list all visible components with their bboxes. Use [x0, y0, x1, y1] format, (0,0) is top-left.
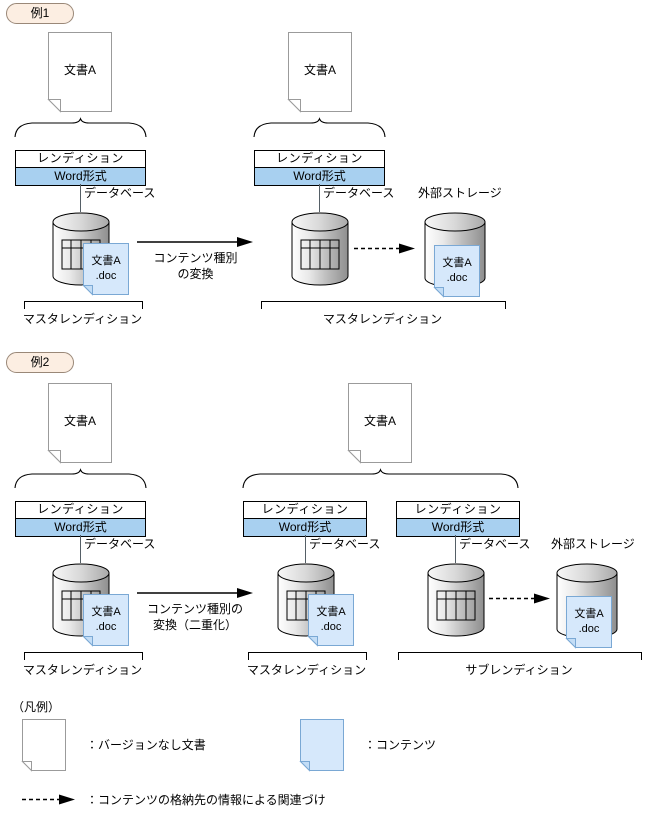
document-blue-icon: [307, 594, 354, 647]
legend-separator: ：: [86, 738, 99, 752]
legend-document-white: [21, 719, 66, 772]
example-2-stem-3: [455, 535, 456, 563]
rendition-format: Word形式: [255, 168, 384, 185]
document-white-icon: [21, 719, 66, 772]
example-2-bracket-label-2: マスタレンディション: [246, 663, 367, 677]
example-1-conversion-arrow: [137, 237, 253, 247]
example-1-dashed-link-arrow: [354, 243, 415, 254]
example-2-group-23-brace: [242, 468, 519, 489]
document-white-icon: [47, 383, 112, 464]
legend-label: コンテンツ: [376, 738, 437, 752]
example-2-bracket-3: [398, 652, 642, 660]
example-2-rendition-3: レンディション Word形式: [396, 501, 520, 537]
rendition-header: レンディション: [244, 502, 366, 519]
example-1-document-right: 文書A: [287, 32, 352, 113]
legend-separator: ：: [86, 793, 99, 807]
legend-document-blue: [299, 719, 344, 772]
example-2-rendition-1: レンディション Word形式: [15, 501, 146, 537]
document-white-icon: [47, 32, 112, 113]
example-2-document-right: 文書A: [347, 383, 412, 464]
rendition-format: Word形式: [244, 519, 366, 536]
example-1-database-label-2: データベース: [323, 186, 395, 200]
example-1-document: 文書A: [47, 32, 112, 113]
rendition-format: Word形式: [16, 519, 145, 536]
example-1-bracket-label-2: マスタレンディション: [322, 312, 443, 326]
example-1-stem-2: [319, 184, 320, 212]
example-2-content-2: 文書A .doc: [307, 594, 354, 647]
example-2-bracket-label-3: サブレンディション: [465, 663, 573, 677]
legend-dashed-arrow-icon: [22, 794, 75, 805]
document-blue-icon: [299, 719, 344, 772]
example-2-badge: 例2: [6, 352, 74, 373]
example-2-bracket-2: [248, 652, 367, 660]
legend-title: （凡例）: [12, 700, 61, 714]
example-2-arrow-label-line-1: コンテンツ種別の: [146, 602, 243, 616]
example-2-group-1-brace: [14, 468, 147, 489]
example-1-group-1-brace: [14, 117, 147, 138]
legend-separator: ：: [364, 738, 377, 752]
rendition-format: Word形式: [397, 519, 519, 536]
document-white-icon: [347, 383, 412, 464]
example-1-rendition-2: レンディション Word形式: [254, 150, 385, 186]
example-2-bracket-1: [24, 652, 143, 660]
rendition-format: Word形式: [16, 168, 145, 185]
example-1-bracket-1: [24, 301, 143, 309]
example-1-database-cylinder-2: [291, 212, 349, 286]
document-blue-icon: [565, 596, 612, 649]
rendition-header: レンディション: [397, 502, 519, 519]
rendition-header: レンディション: [16, 151, 145, 168]
example-1-stem-1: [80, 184, 81, 212]
example-1-group-2-brace: [253, 117, 386, 138]
example-2-rendition-2: レンディション Word形式: [243, 501, 367, 537]
example-1-bracket-2: [261, 301, 506, 309]
example-2-storage-label: 外部ストレージ: [551, 537, 635, 551]
example-2-stem-2: [305, 535, 306, 563]
example-1-bracket-label-1: マスタレンディション: [22, 312, 143, 326]
example-2-dashed-link-arrow: [489, 593, 550, 604]
example-1-arrow-label-line-1: コンテンツ種別: [153, 251, 238, 265]
legend-label: バージョンなし文書: [98, 738, 206, 752]
example-2-database-label-2: データベース: [309, 537, 381, 551]
example-1-database-label-1: データベース: [84, 186, 156, 200]
example-1-storage-label: 外部ストレージ: [418, 186, 502, 200]
example-2-document-left: 文書A: [47, 383, 112, 464]
example-1-rendition-1: レンディション Word形式: [15, 150, 146, 186]
legend-label: コンテンツの格納先の情報による関連づけ: [98, 793, 326, 807]
rendition-header: レンディション: [16, 502, 145, 519]
example-2-stem-1: [80, 535, 81, 563]
rendition-header: レンディション: [255, 151, 384, 168]
example-2-conversion-arrow: [137, 588, 253, 598]
document-blue-icon: [82, 594, 129, 647]
example-2-arrow-label-line-2: 変換（二重化）: [152, 618, 237, 632]
example-1-content-2: 文書A .doc: [433, 245, 480, 298]
document-white-icon: [287, 32, 352, 113]
example-2-bracket-label-1: マスタレンディション: [22, 663, 143, 677]
legend-item-2: ：コンテンツ: [364, 738, 436, 754]
example-2-content-1: 文書A .doc: [82, 594, 129, 647]
example-1-arrow-label-line-2: の変換: [177, 267, 214, 281]
legend-item-3: ：コンテンツの格納先の情報による関連づけ: [86, 793, 326, 809]
document-blue-icon: [433, 245, 480, 298]
example-2-content-3: 文書A .doc: [565, 596, 612, 649]
example-2-database-cylinder-3: [427, 563, 485, 637]
example-1-badge: 例1: [6, 3, 74, 24]
example-1-content-1: 文書A .doc: [82, 243, 129, 296]
legend-item-1: ：バージョンなし文書: [86, 738, 206, 754]
example-2-database-label-1: データベース: [84, 537, 156, 551]
document-blue-icon: [82, 243, 129, 296]
example-2-database-label-3: データベース: [459, 537, 531, 551]
